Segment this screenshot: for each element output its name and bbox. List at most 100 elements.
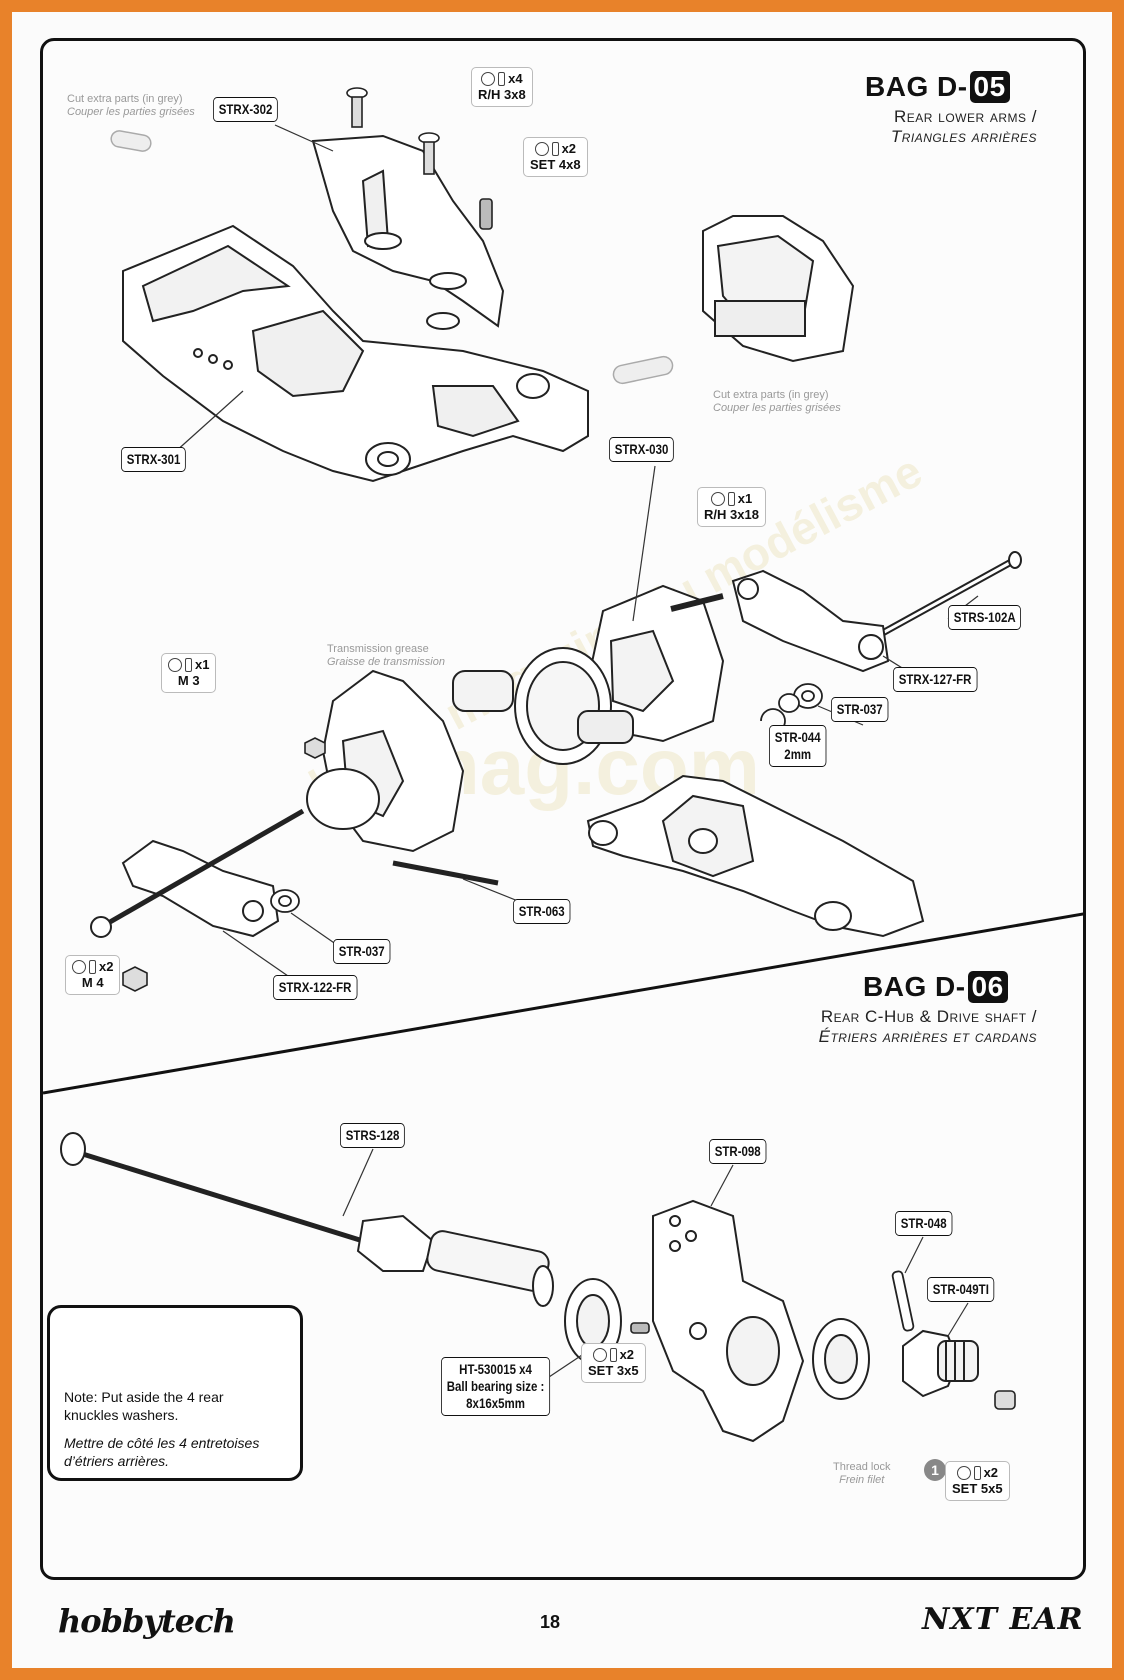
part-str-098: STR-098 [709, 1139, 767, 1164]
wheel-hub-str-049ti [902, 1329, 979, 1398]
part-strx-302: STRX-302 [213, 97, 279, 122]
ball-bearing-1 [564, 1278, 622, 1364]
bag-d05-title: BAG D-05 [865, 71, 1010, 103]
setscrew-3x5 [630, 1322, 650, 1334]
subtitle-fr: Triangles arrières [637, 127, 1037, 147]
part-str-037: STR-037 [831, 697, 889, 722]
part-str-044: STR-044 2mm [769, 725, 827, 767]
subtitle-en: Rear C-Hub & Drive shaft / [820, 1007, 1037, 1026]
note-fr-line1: Mettre de côté les 4 entretoises [64, 1435, 260, 1451]
nut-side-icon [89, 960, 96, 974]
part-str-063: STR-063 [513, 899, 571, 924]
qty: x1 [195, 657, 210, 672]
exploded-diagram [43, 87, 1083, 1443]
hobbytech-logo: hobbytech [58, 1602, 236, 1640]
cut-note-left: Cut extra parts (in grey) Couper les par… [67, 93, 195, 119]
hub-pin-str-048 [891, 1270, 915, 1332]
spacer-str-037-b [270, 889, 300, 913]
hardware-m3: x1 M 3 [161, 653, 217, 693]
lower-arm-right [586, 774, 925, 938]
part-strs-102a: STRS-102A [948, 605, 1022, 630]
qty: x1 [737, 491, 753, 506]
cut-extra-part-grey [612, 355, 674, 385]
part-strx-127-fr: STRX-127-FR [893, 667, 978, 692]
hardware-label: R/H 3x8 [478, 87, 526, 102]
subtitle-fr-text: Triangles arrières [890, 127, 1037, 146]
gear-box-rear [306, 669, 465, 853]
screw-top-1 [346, 87, 368, 128]
part-strs-128: STRS-128 [340, 1123, 406, 1148]
dogbone-small [90, 808, 305, 938]
bearing-code: HT-530015 x4 [459, 1361, 532, 1377]
washer-icon [481, 72, 496, 86]
thread-lock-en: Thread lock [833, 1461, 891, 1473]
differential [452, 647, 634, 765]
washer-icon [592, 1348, 607, 1362]
qty: x2 [561, 141, 577, 156]
hardware-label: SET 3x5 [588, 1363, 639, 1378]
spacer-str-037 [778, 683, 823, 713]
qty: x2 [619, 1347, 635, 1362]
pin-str-063 [392, 860, 499, 886]
part-ht-530015-bearing: HT-530015 x4 Ball bearing size : 8x16x5m… [441, 1357, 551, 1416]
bag-number-badge: 05 [969, 71, 1010, 103]
bag-d05-subtitle: Rear lower arms / Triangles arrières [637, 107, 1037, 147]
lower-arm-left [122, 224, 589, 483]
nut-icon [72, 960, 86, 974]
hardware-label: M 4 [81, 975, 104, 990]
hardware-label: R/H 3x18 [704, 507, 759, 522]
screw-top-2 [418, 132, 440, 175]
hardware-set-3x5: x2 SET 3x5 [581, 1343, 646, 1383]
part-strx-122-fr: STRX-122-FR [273, 975, 358, 1000]
washer-icon [710, 492, 725, 506]
bag-title-text: BAG D- [863, 971, 966, 1002]
bag-number-badge: 06 [967, 971, 1008, 1003]
note-fr-line2: d’étriers arrières. [64, 1453, 170, 1469]
toe-block [731, 569, 890, 673]
setscrew-5x5 [994, 1390, 1016, 1410]
setscrew-icon [609, 1348, 617, 1362]
diff-housing-upper [702, 215, 855, 363]
part-str-048: STR-048 [895, 1211, 953, 1236]
qty: x4 [508, 71, 523, 86]
note-en-line1: Note: Put aside the 4 rear [64, 1389, 224, 1405]
washer-icon [534, 142, 549, 156]
hardware-label: SET 5x5 [952, 1481, 1003, 1496]
instruction-frame: le web magazine du modélisme rcmag.com [40, 38, 1086, 1580]
note-en-line2: knuckles washers. [64, 1407, 179, 1423]
nut-m3 [304, 737, 326, 759]
shock-brace [311, 134, 505, 330]
cut-note-fr: Couper les parties grisées [713, 402, 841, 414]
part-str-044-size: 2mm [784, 746, 812, 762]
part-str-049ti: STR-049TI [927, 1277, 995, 1302]
thread-lock-drop-icon: 1 [924, 1459, 946, 1481]
grease-note-en: Transmission grease [327, 643, 429, 655]
hardware-label: M 3 [177, 673, 200, 688]
bearing-size-label: Ball bearing size : [446, 1378, 545, 1394]
qty: x2 [99, 959, 114, 974]
subtitle-en: Rear lower arms / [893, 107, 1037, 126]
section-divider [43, 912, 1083, 1095]
rear-upright-left [121, 839, 280, 938]
nut-m4 [122, 966, 148, 992]
hardware-set-5x5: x2 SET 5x5 [945, 1461, 1010, 1501]
cut-extra-part-grey-left [110, 130, 152, 152]
callout-leaders-06 [342, 1148, 969, 1382]
nut-icon [168, 658, 182, 672]
note-box: Note: Put aside the 4 rear knuckles wash… [47, 1305, 303, 1481]
screw-icon [498, 72, 506, 86]
diff-housing-lower [586, 584, 725, 743]
bag-title-text: BAG D- [865, 71, 968, 102]
washer-icon [956, 1466, 971, 1480]
thread-lock-fr: Frein filet [839, 1474, 885, 1486]
subtitle-fr-text: Étriers arrières et cardans [818, 1027, 1037, 1046]
part-str-044-code: STR-044 [774, 729, 821, 745]
hardware-m4: x2 M 4 [65, 955, 121, 995]
rear-c-hub [652, 1199, 805, 1443]
ball-bearing-2 [812, 1318, 870, 1400]
subtitle-fr: Étriers arrières et cardans [617, 1027, 1037, 1047]
grease-note-fr: Graisse de transmission [327, 656, 445, 668]
hardware-label: SET 4x8 [530, 157, 581, 172]
bag-d06-subtitle: Rear C-Hub & Drive shaft / Étriers arriè… [617, 1007, 1037, 1047]
part-strx-030: STRX-030 [609, 437, 675, 462]
